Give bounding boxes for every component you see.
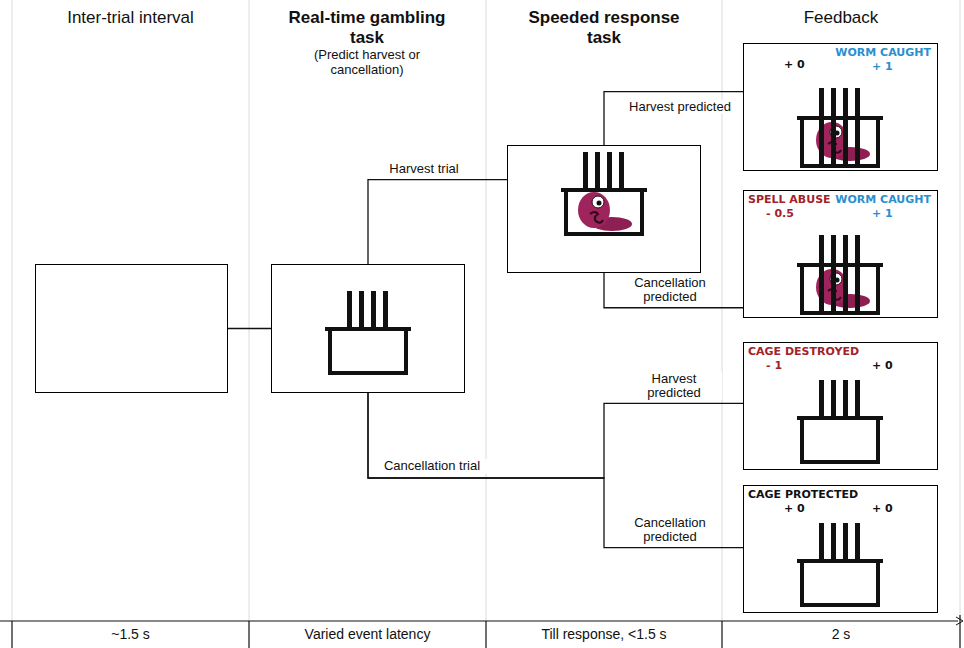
feedback-text: + 0 — [784, 502, 805, 515]
feedback-screen: SPELL ABUSE WORM CAUGHT - 0.5 + 1 — [743, 190, 938, 318]
edge-label: Harvest predicted — [618, 100, 742, 114]
timing-label: Till response, <1.5 s — [486, 626, 722, 642]
edge-label: Cancellation predicted — [622, 516, 718, 544]
flow-connector — [368, 393, 743, 478]
column-header: Real-time gambling task — [272, 8, 462, 47]
branch-label: Cancellation trial — [372, 459, 492, 474]
screen-box — [507, 145, 701, 273]
feedback-screen: CAGE DESTROYED- 1 + 0 — [743, 342, 938, 470]
flow-connector — [228, 328, 271, 329]
column-header: (Predict harvest or cancellation) — [300, 48, 434, 78]
timing-label: ~1.5 s — [12, 626, 249, 642]
edge-label: Harvest trial — [367, 162, 481, 176]
flow-connector — [368, 180, 507, 264]
column-header: Inter-trial interval — [12, 8, 249, 28]
feedback-text: + 0 — [872, 502, 893, 515]
column-header: Feedback — [722, 8, 960, 28]
feedback-text: - 1 — [766, 359, 782, 372]
edge-label: Cancellation predicted — [622, 276, 718, 304]
feedback-screen: + 0 WORM CAUGHT+ 1 — [743, 43, 938, 171]
column-header: Speeded response task — [514, 8, 694, 47]
feedback-text: CAGE PROTECTED — [748, 488, 858, 501]
edge-label: Harvest predicted — [626, 372, 722, 400]
flow-connector — [604, 273, 743, 308]
feedback-text: + 1 — [872, 207, 893, 220]
timing-label: 2 s — [722, 626, 960, 642]
feedback-text: + 0 — [872, 359, 893, 372]
feedback-text: CAGE DESTROYED — [748, 345, 859, 358]
timing-label: Varied event latency — [249, 626, 486, 642]
feedback-text: WORM CAUGHT — [835, 193, 931, 206]
feedback-text: SPELL ABUSE — [748, 193, 831, 206]
feedback-text: WORM CAUGHT — [835, 46, 931, 59]
feedback-screen: CAGE PROTECTED+ 0+ 0 — [743, 485, 938, 613]
feedback-text: - 0.5 — [766, 207, 794, 220]
screen-box — [35, 264, 228, 393]
flow-connector — [368, 393, 743, 548]
flow-connector — [604, 92, 743, 145]
screen-box — [271, 264, 465, 393]
feedback-text: + 0 — [784, 58, 805, 71]
feedback-text: + 1 — [872, 60, 893, 73]
